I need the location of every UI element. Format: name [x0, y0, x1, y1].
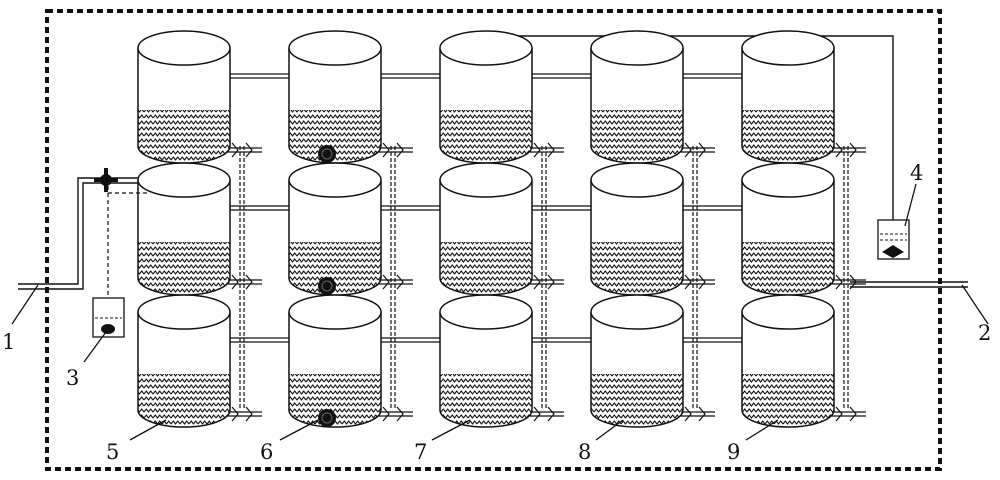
valve-icon: [530, 406, 564, 422]
valve-icon: [530, 274, 564, 290]
inlet-valve-icon: [94, 168, 118, 192]
valve-icon: [832, 406, 866, 422]
valve-icon: [228, 274, 262, 290]
valve-icon: [379, 142, 413, 158]
water-tank: [137, 162, 231, 296]
water-tank: [590, 162, 684, 296]
tank-connector-pipe: [532, 205, 591, 211]
valve-icon: [228, 142, 262, 158]
outlet-pipe: [850, 281, 968, 288]
valve-icon: [228, 406, 262, 422]
water-tank: [590, 294, 684, 428]
tank-connector-pipe: [381, 73, 440, 79]
label-column-2: 6: [260, 440, 273, 464]
tank-grid: [137, 30, 835, 428]
label-inlet: 1: [2, 330, 15, 354]
label-column-1: 5: [106, 440, 119, 464]
riser-line: [843, 146, 849, 410]
water-tank: [137, 294, 231, 428]
water-tank: [288, 294, 382, 428]
tank-connector-pipe: [683, 205, 742, 211]
riser-line: [692, 146, 698, 410]
valve-icon: [681, 274, 715, 290]
tank-connector-pipe: [230, 205, 289, 211]
label-second-sensor: 4: [910, 161, 923, 185]
water-tank: [741, 294, 835, 428]
valve-icon: [530, 142, 564, 158]
water-tank: [439, 162, 533, 296]
tank-connector-pipe: [683, 337, 742, 343]
water-tank: [439, 30, 533, 164]
water-tank: [741, 30, 835, 164]
valve-icon: [379, 406, 413, 422]
pump-icon: [318, 277, 336, 295]
valve-icon: [379, 274, 413, 290]
pump-icon: [318, 145, 336, 163]
water-tank: [590, 30, 684, 164]
sensor-box-first: [92, 297, 125, 338]
sensor-signal-line: [107, 186, 148, 300]
valve-icon: [681, 142, 715, 158]
sensor-box-second: [877, 219, 910, 260]
tank-connector-pipe: [532, 337, 591, 343]
tank-connector-pipe: [230, 337, 289, 343]
tank-connector-pipe: [381, 337, 440, 343]
tank-connector-pipe: [230, 73, 289, 79]
water-tank: [439, 294, 533, 428]
tank-connector-pipe: [381, 205, 440, 211]
label-column-4: 8: [578, 440, 591, 464]
riser-line: [239, 146, 245, 410]
water-tank: [288, 162, 382, 296]
pipe-network: [228, 73, 866, 422]
water-tank: [741, 162, 835, 296]
valve-icon: [681, 406, 715, 422]
valve-icon: [832, 142, 866, 158]
label-column-5: 9: [727, 440, 740, 464]
tank-connector-pipe: [532, 73, 591, 79]
riser-line: [390, 146, 396, 410]
system-boundary: [45, 9, 942, 471]
tank-connector-pipe: [683, 73, 742, 79]
label-first-sensor: 3: [66, 366, 79, 390]
label-outlet: 2: [978, 321, 991, 345]
callout-lines: [11, 183, 989, 441]
water-tank: [137, 30, 231, 164]
label-column-3: 7: [414, 440, 427, 464]
water-tank: [288, 30, 382, 164]
riser-line: [541, 146, 547, 410]
pump-icon: [318, 409, 336, 427]
